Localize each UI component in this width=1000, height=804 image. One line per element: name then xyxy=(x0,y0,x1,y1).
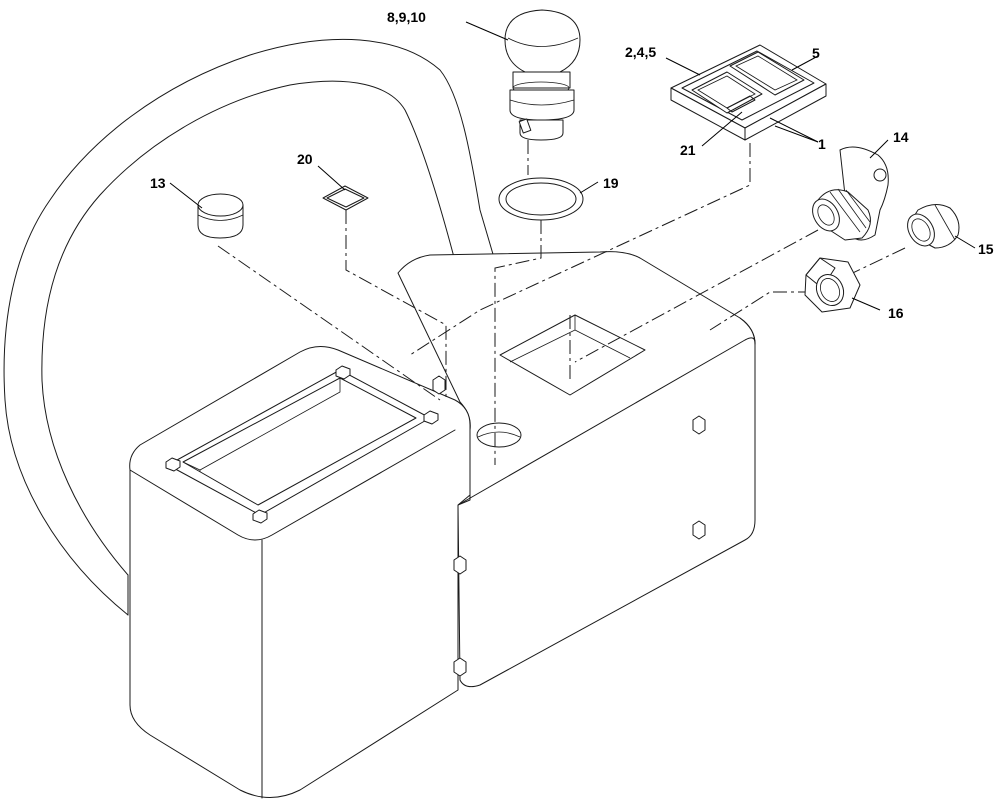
fitting-part-15 xyxy=(907,204,960,249)
handle-frame xyxy=(3,38,506,616)
callout-1: 1 xyxy=(818,136,826,152)
callout-20: 20 xyxy=(297,151,313,167)
callout-13: 13 xyxy=(150,175,166,191)
callout-14: 14 xyxy=(893,129,909,145)
plate-part-20 xyxy=(322,185,369,211)
hex-nut-part-16 xyxy=(804,257,861,313)
o-ring-part-19 xyxy=(498,177,584,221)
callout-2-4-5: 2,4,5 xyxy=(625,44,656,60)
mushroom-button-part-8-9-10 xyxy=(504,9,581,141)
callout-16: 16 xyxy=(888,305,904,321)
connector-part-14 xyxy=(812,146,889,241)
housing-body xyxy=(129,251,756,799)
assembly-lines xyxy=(217,140,906,465)
callout-labels: 8,9,10 2,4,5 5 1 21 14 13 20 19 15 16 xyxy=(150,9,994,321)
cap-part-13 xyxy=(197,193,244,239)
callout-8-9-10: 8,9,10 xyxy=(387,9,426,25)
leader-lines xyxy=(169,21,976,311)
callout-15: 15 xyxy=(978,241,994,257)
callout-21: 21 xyxy=(680,142,696,158)
switch-assembly xyxy=(670,44,827,141)
callout-5: 5 xyxy=(812,45,820,61)
callout-19: 19 xyxy=(603,175,619,191)
